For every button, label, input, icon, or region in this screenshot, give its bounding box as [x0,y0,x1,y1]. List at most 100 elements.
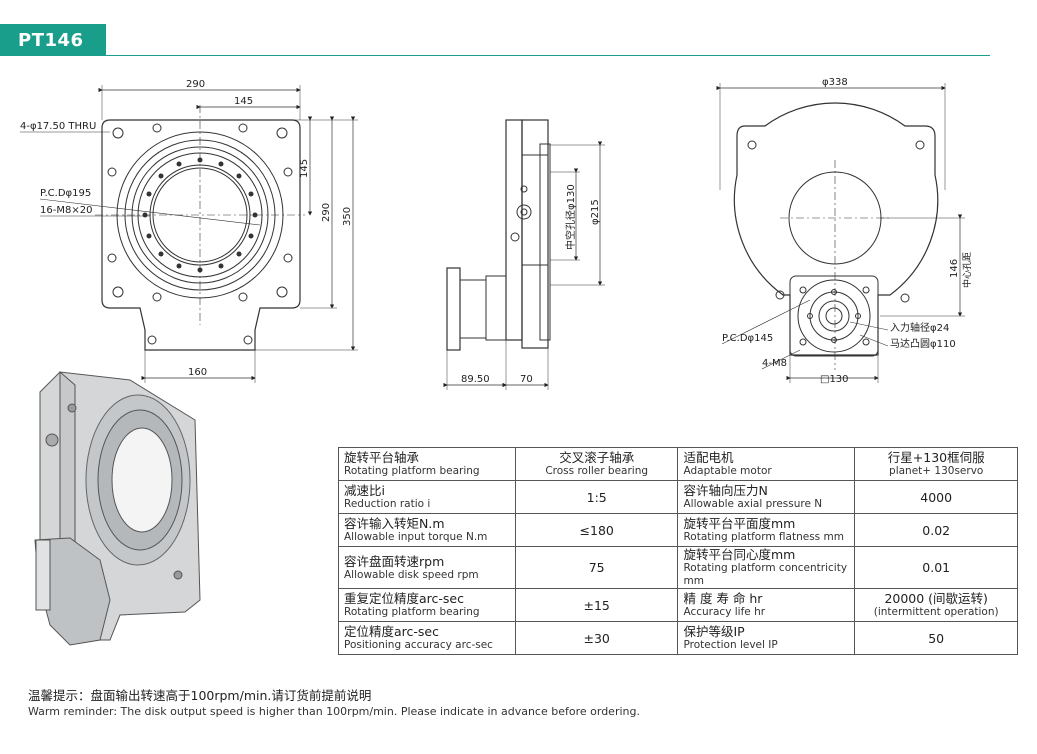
dim-center-distance: 146 [949,259,960,278]
spec-label-left-zh: 减速比i [344,483,385,498]
spec-label-right-en: Protection level IP [683,639,778,651]
dim-width: 290 [186,79,205,90]
spec-value-right-zh: 行星+130框伺服 [887,450,985,465]
spec-label-right-en: Allowable axial pressure N [683,498,823,510]
spec-label-right-en: Accuracy life hr [683,606,766,618]
spec-label-left-en: Allowable disk speed rpm [344,568,479,581]
spec-label-left-en: Rotating platform bearing [344,465,480,477]
spec-value-right-zh: 4000 [920,489,953,505]
dim-square: □130 [820,374,849,385]
spec-value-left: 1:5 [514,480,679,514]
dim-height: 290 [321,203,332,222]
spec-value-right-zh: 20000 (间歇运转) [884,591,988,606]
spec-value-right: 0.02 [854,513,1018,547]
notice-english: Warm reminder: The disk output speed is … [28,705,640,718]
spec-label-right-zh: 容许轴向压力N [683,483,768,498]
dim-rear-pcd: P.C.Dφ145 [722,333,773,344]
spec-value-left-zh: 75 [588,560,605,575]
dim-bottom: 160 [188,367,207,378]
spec-label-right-en: Rotating platform flatness mm [683,531,844,543]
spec-value-left: ±15 [514,588,679,622]
spec-value-left-en: Cross roller bearing [545,465,649,477]
spec-value-right-en: (intermittent operation) [873,606,999,618]
spec-value-right: 0.01 [854,546,1018,589]
dim-motor-boss: 马达凸圆φ110 [890,338,956,350]
spec-label-right-zh: 保护等级IP [683,624,745,639]
notice-chinese: 温馨提示：盘面输出转速高于100rpm/min.请订货前提前说明 [28,688,372,703]
spec-value-left-zh: 交叉滚子轴承 [559,450,635,465]
dim-motor-length: 89.50 [461,374,490,385]
dim-diameter: φ215 [590,199,601,225]
spec-label-right-en: Rotating platform concentricity mm [683,562,848,587]
dim-half-height: 145 [299,159,310,178]
spec-value-left: ±30 [514,621,679,655]
spec-value-right-zh: 0.02 [922,522,951,538]
spec-label-right-zh: 旋转平台平面度mm [683,516,796,531]
spec-value-left: 75 [514,546,679,589]
spec-value-right: 20000 (间歇运转)(intermittent operation) [854,588,1018,622]
spec-label-left-zh: 旋转平台轴承 [344,450,420,465]
spec-label-left-en: Reduction ratio i [344,498,431,510]
dim-rear-holes: 4-M8 [762,358,787,369]
spec-label-left-zh: 容许输入转矩N.m [344,516,445,531]
spec-label-left-zh: 定位精度arc-sec [344,624,439,639]
dim-outer-diameter: φ338 [822,77,848,88]
spec-value-left-zh: 1:5 [586,489,607,505]
rear-view [716,83,965,383]
dim-body-length: 70 [520,374,533,385]
spec-value-right-en: planet+ 130servo [889,465,984,477]
product-render [34,370,201,646]
spec-label-left-zh: 容许盘面转速rpm [344,553,445,569]
spec-value-right-zh: 50 [928,630,945,646]
spec-label-right-zh: 精 度 寿 命 hr [683,591,763,606]
spec-value-left-zh: ≤180 [579,522,614,538]
dim-half-width: 145 [234,96,253,107]
dim-holes: 4-φ17.50 THRU [20,121,96,132]
spec-value-left: ≤180 [514,513,679,547]
dim-bore: 中空孔径φ130 [564,184,577,250]
spec-label-right-zh: 旋转平台同心度mm [683,547,796,562]
spec-label-left-en: Positioning accuracy arc-sec [344,639,493,651]
model-title: PT146 [18,30,84,51]
dim-center-distance-label: 中心孔距 [961,252,973,288]
spec-value-right-zh: 0.01 [922,560,951,575]
side-view [443,119,605,390]
spec-value-left-zh: ±30 [583,630,610,646]
spec-value-right: 50 [854,621,1018,655]
header-bar [0,24,106,56]
spec-value-left-zh: ±15 [583,597,610,613]
front-view [20,85,358,383]
dim-threads: 16-M8×20 [40,205,92,216]
spec-label-left-en: Rotating platform bearing [344,606,480,618]
dim-total-height: 350 [342,207,353,226]
dim-input-shaft: 入力轴径φ24 [890,321,949,334]
spec-label-right-en: Adaptable motor [683,465,772,477]
spec-value-right: 4000 [854,480,1018,514]
header-rule [106,55,990,56]
spec-label-right-zh: 适配电机 [683,450,734,465]
dim-pcd: P.C.Dφ195 [40,188,91,199]
spec-label-left-zh: 重复定位精度arc-sec [344,591,464,606]
